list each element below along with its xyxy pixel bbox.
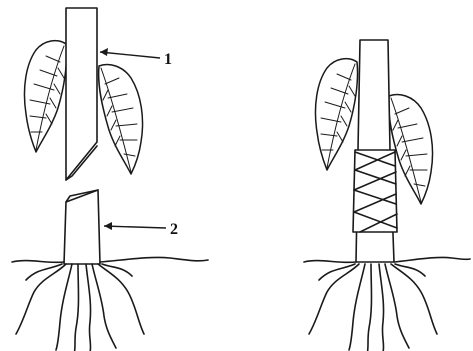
left-panel: 1 2 [12,8,208,351]
scion-right-leaf [99,65,143,175]
scion-stem [66,8,97,180]
graft-binding [353,150,397,232]
rootstock-roots [16,264,144,351]
label-2: 2 [170,221,178,238]
grafted-roots [309,264,437,351]
scion-left-leaf [24,41,66,152]
grafted-left-leaf [315,59,357,170]
label-1: 1 [164,51,172,68]
label-1-pointer [100,48,160,58]
rootstock-stem [64,190,100,264]
label-2-pointer [104,222,166,230]
right-panel [304,40,470,351]
ground-line-left [12,257,208,262]
